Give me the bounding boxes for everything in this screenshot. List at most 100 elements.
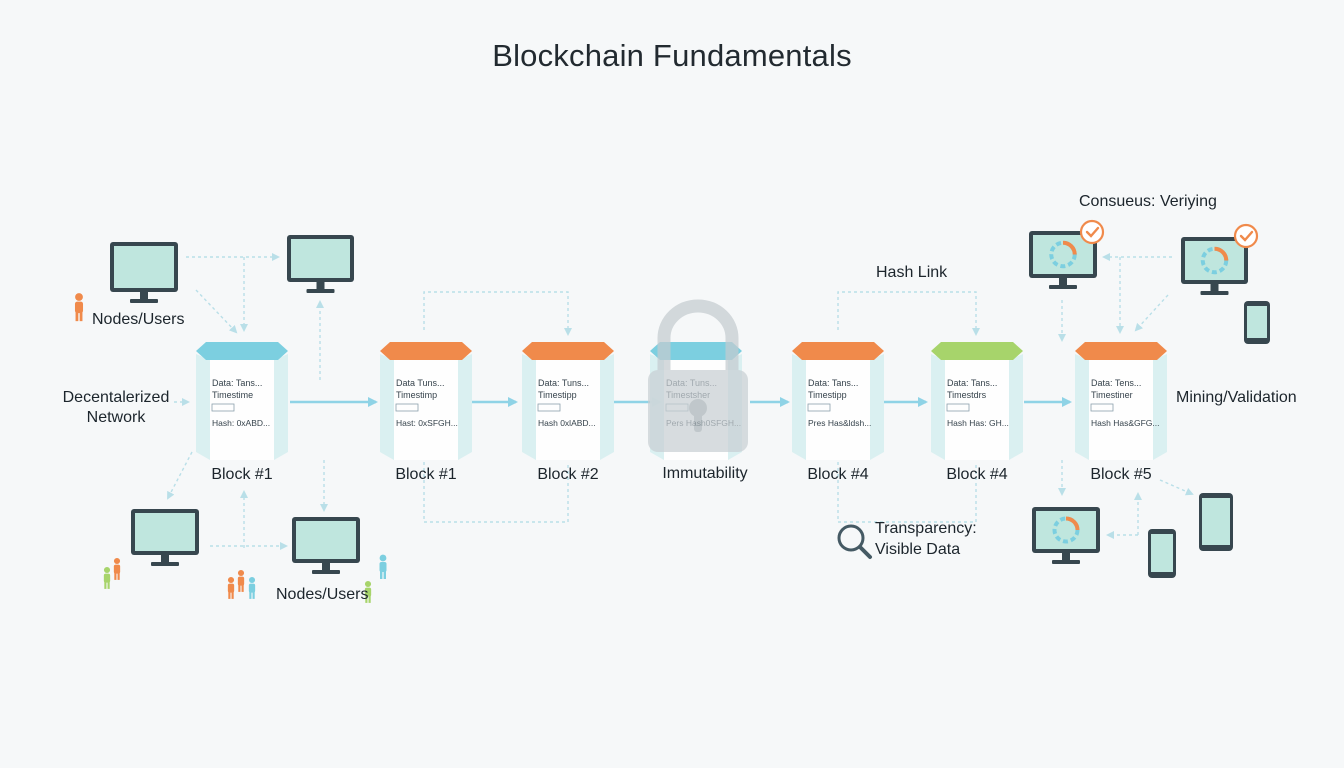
person-icon-bottom-4-torso (237, 576, 245, 586)
block-3-hash-text: Hash 0xlABD... (538, 418, 596, 428)
monitor-top-right-1-base (1049, 285, 1077, 289)
block-6-left-face (931, 354, 945, 460)
phone-right-top (1244, 301, 1270, 344)
block-1-right-face (274, 354, 288, 460)
block-5-timestamp-text: Timestipp (808, 390, 847, 400)
monitor-top-right-2-progress-arc (1214, 246, 1229, 261)
block-7-field-box (1090, 403, 1114, 412)
block-1-timestamp-text: Timestime (212, 390, 253, 400)
nodes-users-label-bottom: Nodes/Users (276, 586, 369, 603)
hash-link-bracket-1 (423, 291, 572, 336)
person-icon-bottom-6 (379, 554, 387, 579)
padlock-icon (648, 299, 748, 452)
monitor-top-left-neck (140, 292, 148, 300)
person-icon-bottom-3-head (227, 576, 235, 584)
block-3-left-face (522, 354, 536, 460)
person-icon-bottom-4 (237, 569, 245, 592)
monitor-bottom-right (1032, 507, 1100, 564)
magnifier-icon (837, 524, 872, 559)
monitor-top-center-screen (291, 239, 350, 278)
page-title: Blockchain Fundamentals (492, 38, 852, 73)
monitor-bottom-right-progress-arc (1065, 516, 1080, 531)
padlock-keyhole (689, 399, 707, 417)
block-6-timestamp-text: Timestdrs (947, 390, 987, 400)
immutability-label: Immutability (662, 465, 748, 482)
person-icon-bottom-2-leg-left (114, 572, 117, 580)
check-icon-2-ring (1233, 223, 1259, 249)
block-3-front-face (536, 360, 600, 460)
person-icon-bottom-7-leg-right (368, 595, 371, 603)
block-3-timestamp-text: Timestipp (538, 390, 577, 400)
check-icon-1-tick (1085, 226, 1100, 238)
person-icon-bottom-2-torso (113, 564, 121, 574)
check-icon-1 (1079, 219, 1105, 245)
block-5-cap (792, 342, 884, 360)
block-3-right-face (600, 354, 614, 460)
block-2-right-face (458, 354, 472, 460)
hash-link-bracket-2-bottom (837, 462, 977, 523)
block-7-hash-text: Hash Has&GFG... (1091, 418, 1160, 428)
mining-validation-label: Mining/Validation (1176, 389, 1297, 406)
block-7-right-face (1153, 354, 1167, 460)
padlock-keyhole-slot (694, 410, 702, 432)
block-4-cap (650, 342, 742, 360)
person-icon-bottom-5-leg-left (249, 591, 252, 599)
connector-monitor-to-block (195, 289, 238, 334)
padlock-shackle (657, 299, 739, 372)
person-icon-bottom-2-leg-right (117, 572, 120, 580)
person-icon-bottom-6-head (379, 554, 387, 562)
monitor-bottom-left-neck (161, 555, 169, 563)
block-7-left-face (1075, 354, 1089, 460)
person-icon-bottom-7 (364, 580, 372, 603)
block-7-cap (1075, 342, 1167, 360)
monitor-top-left (110, 242, 178, 303)
phone-right-bottom-screen (1151, 534, 1173, 572)
block-1-cap (196, 342, 288, 360)
block-6-cap (931, 342, 1023, 360)
monitor-bottom-right-neck (1062, 553, 1070, 561)
person-icon-bottom-4-leg-left (238, 584, 241, 592)
block-2-field-box (395, 403, 419, 412)
monitor-bottom-center-base (312, 570, 340, 574)
check-icon-2-tick (1239, 230, 1254, 242)
person-icon-bottom-5-torso (248, 583, 256, 593)
connector-phone-to-block (1134, 294, 1169, 332)
connector-block-to-phone (1159, 479, 1194, 496)
monitor-bottom-left-base (151, 562, 179, 566)
block-2-left-face (380, 354, 394, 460)
person-icon-top-left-leg-left (75, 311, 79, 322)
monitor-top-left-base (130, 299, 158, 303)
phone-right-large-screen (1202, 498, 1230, 545)
consensus-label: Consueus: Veriying (1079, 193, 1217, 210)
block-3-label: Block #2 (537, 466, 598, 483)
person-icon-top-left-head (75, 293, 83, 301)
block-5-field-box (807, 403, 831, 412)
block-7-front-face (1089, 360, 1153, 460)
monitor-bottom-right-base (1052, 560, 1080, 564)
block-6-label: Block #4 (946, 466, 1007, 483)
decentralized-network-line1: Decentalerized (62, 389, 170, 406)
hash-link-bracket-1-bottom (423, 462, 569, 523)
block-1-field-box (211, 403, 235, 412)
block-7-data-text: Data: Tens... (1091, 378, 1141, 388)
transparency-line2: Visible Data (875, 541, 961, 558)
block-5-right-face (870, 354, 884, 460)
person-icon-bottom-3-leg-left (228, 591, 231, 599)
block-2-front-face (394, 360, 458, 460)
block-6-front-face (945, 360, 1009, 460)
block-1-data-text: Data: Tans... (212, 378, 262, 388)
monitor-bottom-center (292, 517, 360, 574)
person-icon-bottom-5-leg-right (252, 591, 255, 599)
block-6-hash-text: Hash Has: GH... (947, 418, 1009, 428)
block-5-data-text: Data: Tans... (808, 378, 858, 388)
person-icon-bottom-7-head (364, 580, 372, 588)
monitor-bottom-center-neck (322, 563, 330, 571)
person-icon-bottom-3-torso (227, 583, 235, 593)
person-icon-bottom-6-leg-left (380, 571, 383, 579)
